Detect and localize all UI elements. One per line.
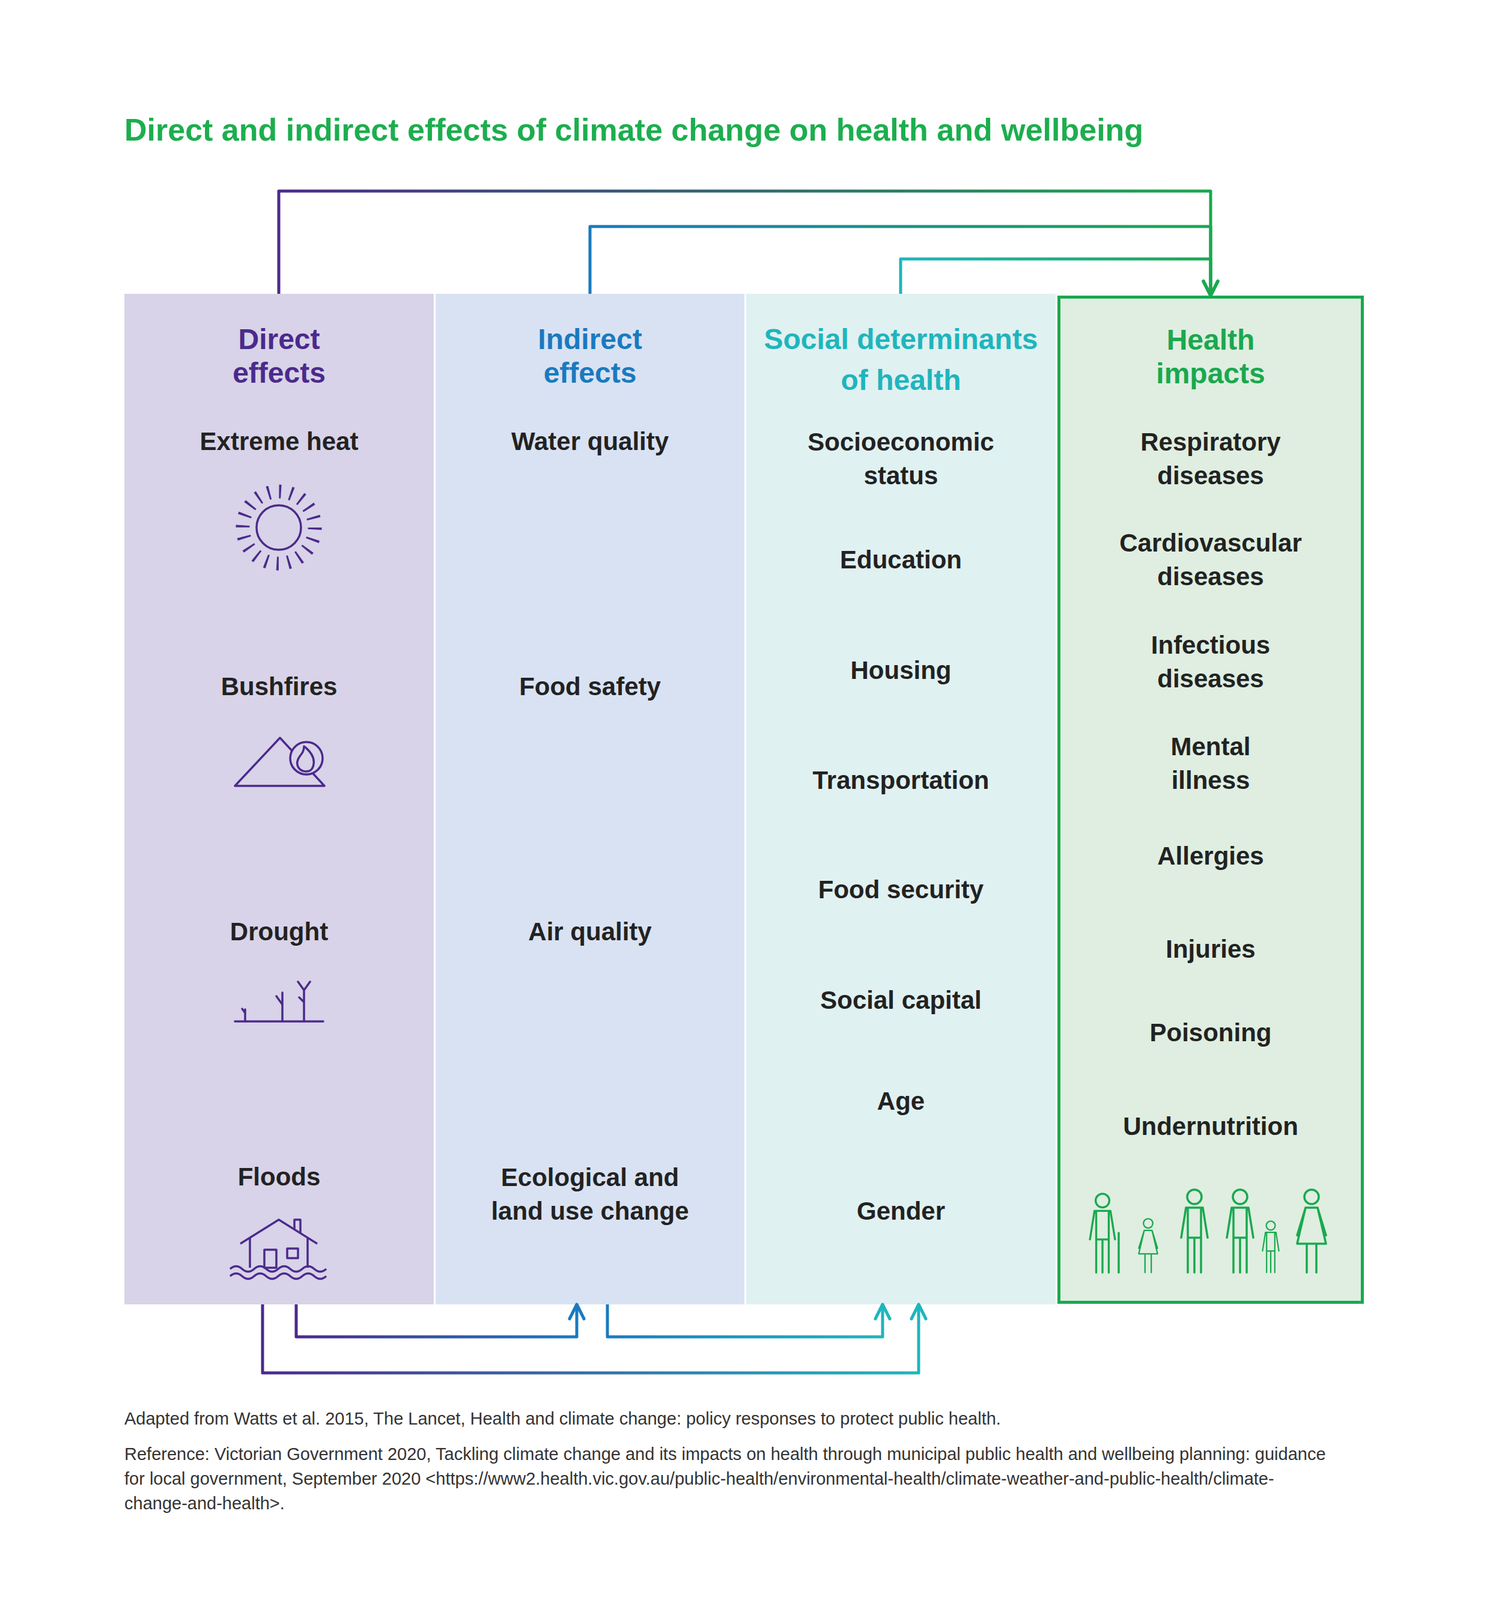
source-caption: Adapted from Watts et al. 2015, The Lanc… [124, 1406, 1363, 1432]
adult-figure [1297, 1189, 1326, 1273]
item-label: Allergies [1084, 839, 1337, 873]
adult-figure [1226, 1189, 1254, 1273]
item-label: Bushfires [153, 669, 406, 704]
item-label: Water quality [463, 424, 717, 459]
flow-arrow [900, 258, 1211, 296]
item-label: Infectious diseases [1108, 628, 1313, 696]
item-label: Respiratory diseases [1108, 425, 1313, 493]
flow-arrow [589, 226, 1211, 296]
dry-sprig [276, 992, 283, 1022]
item-label: Food safety [463, 669, 717, 704]
flow-arrow [262, 1304, 919, 1373]
item-label: Transportation [775, 763, 1028, 798]
bushfire-icon [234, 737, 325, 786]
item-label: Cardiovascular diseases [1108, 526, 1313, 594]
flame-shape [297, 746, 315, 772]
column-heading: Health impacts [1135, 323, 1286, 391]
item-label: Age [775, 1084, 1028, 1119]
item-label: Food security [775, 872, 1028, 907]
connector-layer [262, 191, 1211, 1373]
people-icon [1089, 1189, 1326, 1273]
item-label: Air quality [463, 915, 717, 949]
item-label: Gender [775, 1194, 1028, 1229]
flood-wave [230, 1273, 327, 1280]
item-label: Education [775, 543, 1028, 577]
column-heading: Social determinants of health [760, 319, 1043, 401]
diagram-title: Direct and indirect effects of climate c… [124, 111, 1144, 148]
column-band: Indirect effectsWater qualityFood safety… [435, 293, 745, 1305]
column-band: Direct effectsExtreme heatBushfiresDroug… [124, 293, 434, 1305]
item-label: Ecological and land use change [481, 1160, 699, 1229]
item-label: Extreme heat [153, 424, 406, 459]
flow-arrow [607, 1304, 883, 1337]
flow-arrow [278, 191, 1211, 296]
child-figure [1138, 1218, 1158, 1273]
item-label: Undernutrition [1084, 1109, 1337, 1144]
item-label: Housing [775, 653, 1028, 688]
sun-disc [256, 505, 302, 550]
column-heading: Indirect effects [514, 322, 666, 390]
adult-figure [1181, 1189, 1208, 1273]
elder-figure [1089, 1193, 1116, 1273]
house-roof [240, 1219, 318, 1244]
sun-icon [242, 491, 315, 564]
column-heading: Direct effects [204, 322, 355, 390]
house-window [287, 1248, 298, 1259]
mountain-shape [234, 737, 325, 786]
walking-cane [1117, 1232, 1120, 1273]
child-figure [1262, 1220, 1279, 1273]
dry-sprig [298, 981, 311, 1022]
house-walls [249, 1237, 308, 1268]
flow-arrow [296, 1304, 577, 1337]
column-band: Health impactsRespiratory diseasesCardio… [1057, 295, 1364, 1304]
item-label: Socioeconomic status [787, 425, 1016, 493]
flood-wave [230, 1266, 327, 1272]
ground-line [234, 1020, 324, 1023]
item-label: Poisoning [1084, 1015, 1337, 1050]
house-chimney [294, 1219, 301, 1233]
item-label: Floods [153, 1160, 406, 1194]
column-band: Social determinants of healthSocioeconom… [746, 293, 1056, 1305]
house-door [264, 1249, 277, 1268]
item-label: Drought [153, 915, 406, 949]
item-label: Mental illness [1138, 729, 1283, 798]
item-label: Social capital [775, 983, 1028, 1018]
reference-note: Reference: Victorian Government 2020, Ta… [124, 1441, 1326, 1516]
dry-sprig [242, 1008, 246, 1022]
fire-badge [290, 741, 323, 775]
item-label: Injuries [1084, 932, 1337, 967]
drought-icon [234, 981, 324, 1022]
sun-rays [242, 491, 315, 564]
flood-icon [230, 1219, 327, 1280]
